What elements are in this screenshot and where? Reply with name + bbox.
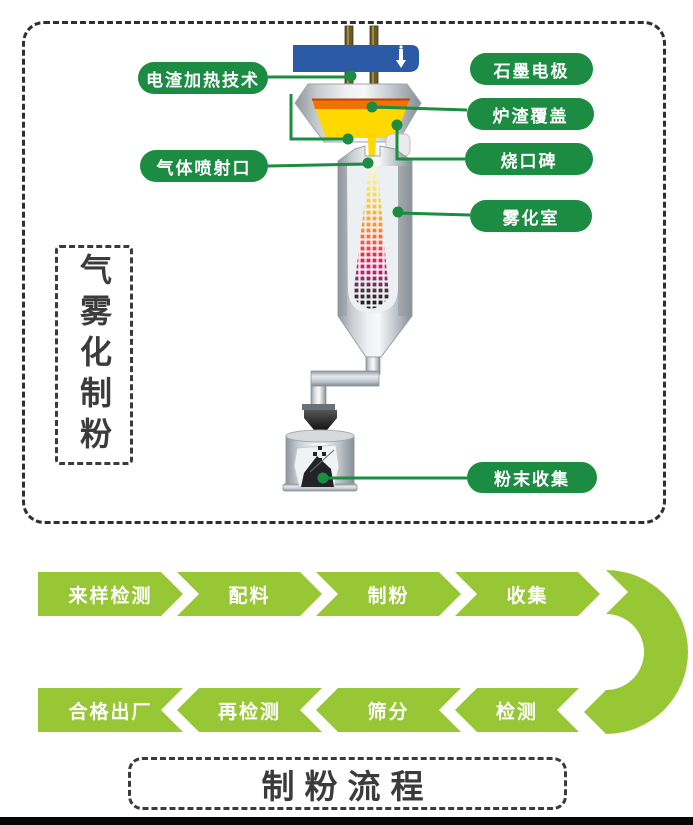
flow-title-box: 制粉流程 bbox=[128, 757, 567, 810]
transfer-pipe bbox=[302, 356, 381, 410]
section-title: 气雾化制粉 bbox=[76, 252, 112, 458]
spray-cone bbox=[353, 158, 389, 309]
label-powder-collection: 粉末收集 bbox=[467, 462, 597, 493]
connector-dots bbox=[317, 70, 404, 484]
connector-lines bbox=[267, 75, 471, 480]
flow-step-testing: 检测 bbox=[455, 688, 579, 732]
label-electroslag-heating: 电渣加热技术 bbox=[138, 62, 268, 94]
flow-step-batching: 配料 bbox=[177, 572, 322, 616]
label-atomization-chamber: 雾化室 bbox=[470, 200, 592, 232]
flow-step-sample-testing: 来样检测 bbox=[38, 572, 183, 616]
flow-title: 制粉流程 bbox=[261, 767, 434, 805]
label-slag-cover: 炉渣覆盖 bbox=[467, 98, 594, 130]
bottom-bar bbox=[0, 817, 693, 825]
label-gas-injection-port: 气体喷射口 bbox=[140, 150, 268, 182]
label-graphite-electrode: 石墨电极 bbox=[470, 53, 593, 85]
diagram-panel-border bbox=[22, 21, 666, 524]
electrode-holder bbox=[293, 45, 419, 72]
feed-arrow-icon bbox=[396, 45, 406, 68]
equipment-illustration bbox=[267, 25, 471, 492]
flow-step-sieving: 筛分 bbox=[316, 688, 461, 732]
tundish-bowl bbox=[294, 83, 422, 143]
label-pouring-cup: 烧口碑 bbox=[465, 143, 593, 175]
flow-step-qualified-shipment: 合格出厂 bbox=[38, 688, 183, 732]
flow-step-powder-making: 制粉 bbox=[316, 572, 461, 616]
atomization-chamber-body bbox=[337, 145, 413, 358]
section-title-box: 气雾化制粉 bbox=[55, 245, 133, 465]
flow-step-retest: 再检测 bbox=[177, 688, 322, 732]
flow-step-collection: 收集 bbox=[455, 572, 600, 616]
